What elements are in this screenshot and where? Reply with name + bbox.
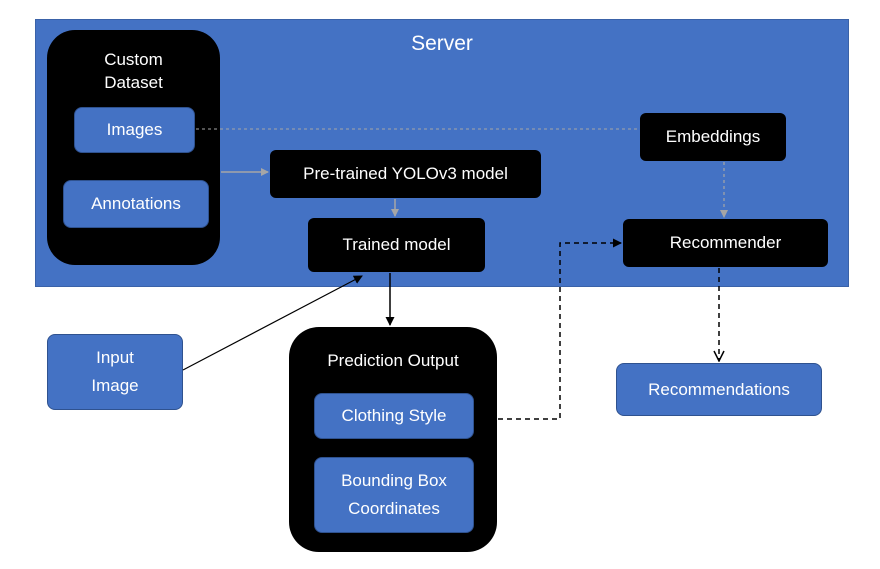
- custom-dataset-title: Custom Dataset: [47, 49, 220, 95]
- input-to-trained-arrow: [182, 275, 363, 371]
- input-image-node[interactable]: Input Image: [47, 334, 183, 410]
- images-node[interactable]: Images: [74, 107, 195, 153]
- input-image-line1: Input: [96, 347, 134, 367]
- clothing-to-recommender-connector: [498, 238, 622, 420]
- embeddings-node[interactable]: Embeddings: [640, 113, 786, 161]
- bounding-box-node[interactable]: Bounding Box Coordinates: [314, 457, 474, 533]
- clothing-style-node[interactable]: Clothing Style: [314, 393, 474, 439]
- input-image-line2: Image: [91, 376, 139, 395]
- bounding-box-line2: Coordinates: [348, 499, 440, 518]
- recommendations-node[interactable]: Recommendations: [616, 363, 822, 416]
- custom-dataset-title-line1: Custom: [104, 50, 163, 69]
- bounding-box-line1: Bounding Box: [341, 470, 447, 490]
- trained-model-node[interactable]: Trained model: [308, 218, 485, 272]
- server-title: Server: [411, 32, 473, 55]
- custom-dataset-title-line2: Dataset: [104, 72, 163, 92]
- recommender-node[interactable]: Recommender: [623, 219, 828, 267]
- annotations-node[interactable]: Annotations: [63, 180, 209, 228]
- pretrained-yolov3-node[interactable]: Pre-trained YOLOv3 model: [270, 150, 541, 198]
- prediction-output-title: Prediction Output: [327, 351, 459, 370]
